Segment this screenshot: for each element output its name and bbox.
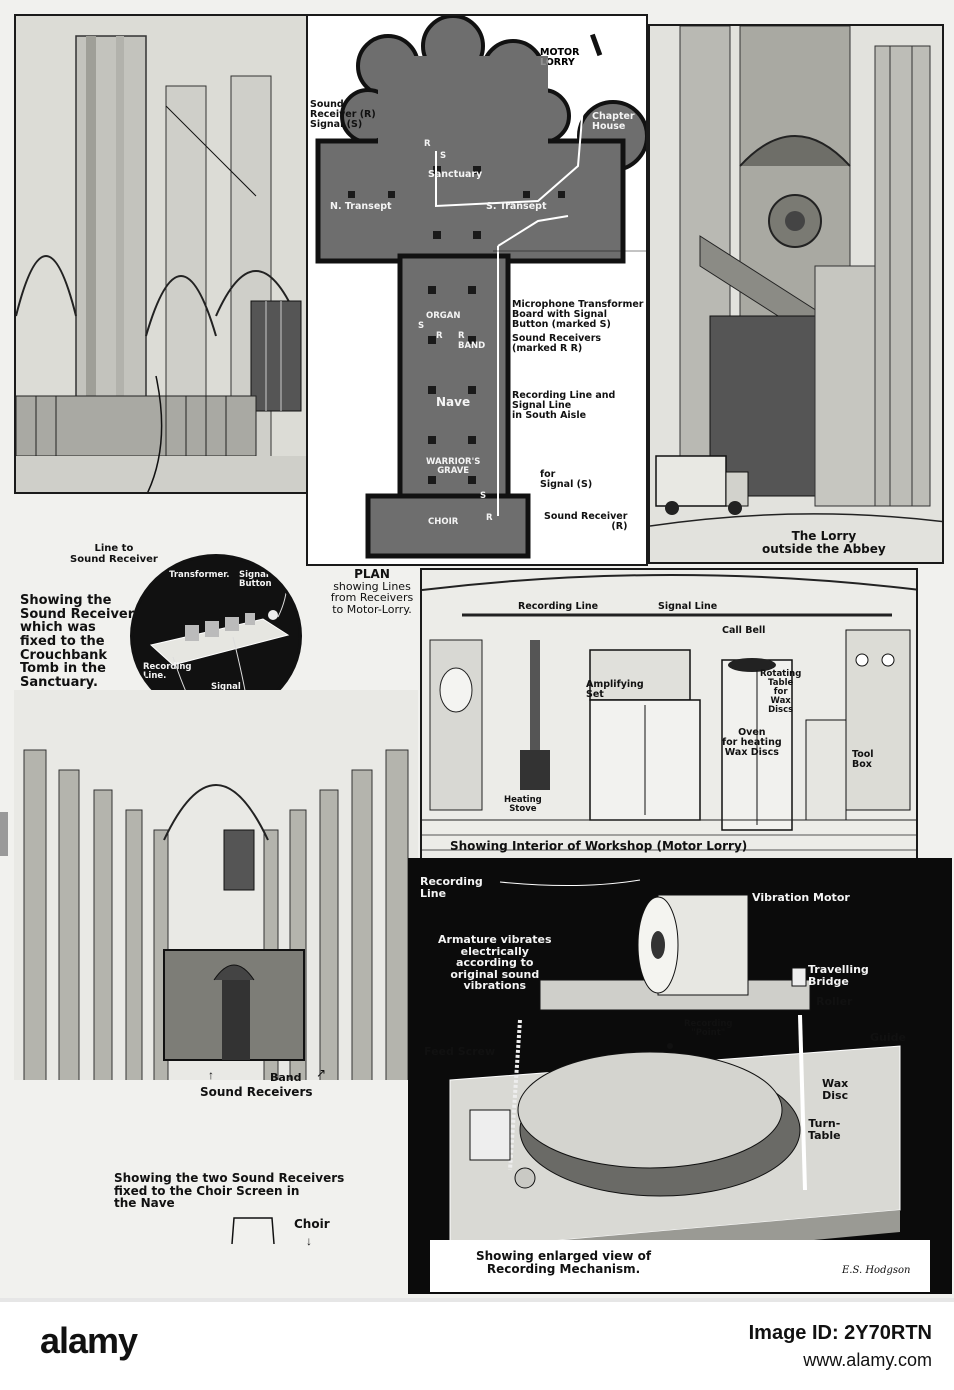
label-sound-receiver-r: Sound Receiver (R)	[544, 511, 628, 532]
label-band-nave: Band	[270, 1071, 302, 1084]
website-link[interactable]: www.alamy.com	[803, 1350, 932, 1370]
label-sound-receivers-nave: Sound Receivers	[200, 1085, 313, 1099]
marker-r-sanctuary: R	[424, 139, 431, 149]
sanctuary-drawing	[16, 16, 306, 492]
label-tool-box: Tool Box	[852, 749, 874, 770]
label-chapter-house: Chapter House	[592, 111, 635, 132]
mechanism-caption: Showing enlarged view of Recording Mecha…	[476, 1249, 652, 1276]
tomb-panel	[14, 14, 308, 494]
artist-signature: E.S. Hodgson	[842, 1265, 911, 1276]
nave-panel: Band ↑ ↗ Sound Receivers Showing the two…	[14, 690, 418, 1286]
transformer-board-drawing	[149, 557, 290, 708]
label-signal-button: Signal Button	[239, 570, 272, 589]
label-choir-nave: Choir	[294, 1217, 330, 1231]
label-s-transept: S. Transept	[486, 201, 547, 212]
label-turn-table: Turn- Table	[808, 1117, 841, 1142]
label-recording-point: Recording "Point"	[684, 1019, 733, 1038]
label-travelling-bridge: Travelling Bridge	[808, 963, 869, 988]
label-guide: Guide	[870, 1031, 906, 1044]
label-vibration-motor: Vibration Motor	[752, 891, 850, 904]
workshop-caption: Showing Interior of Workshop (Motor Lorr…	[450, 839, 748, 853]
label-signal-line-workshop: Signal Line	[658, 601, 718, 612]
mechanism-panel: Recording Line Vibration Motor Armature …	[408, 858, 952, 1294]
label-band: BAND	[458, 341, 486, 351]
label-transformer: Transformer.	[169, 570, 230, 580]
recording-mechanism-drawing	[449, 879, 901, 1274]
lorry-panel: The Lorry outside the Abbey	[648, 24, 944, 564]
plan-caption-body: showing Lines from Receivers to Motor-Lo…	[330, 579, 414, 616]
footer-bar	[0, 1298, 954, 1390]
arrow-receiver-left: ↑	[208, 1068, 214, 1082]
choir-diagram	[231, 1217, 275, 1245]
label-mic-transformer: Microphone Transformer Board with Signal…	[512, 299, 644, 330]
label-recording-line-circle: Recording Line.	[143, 662, 192, 681]
label-warriors-grave: WARRIOR'S GRAVE	[426, 457, 481, 476]
plan-caption-head: PLAN	[354, 567, 390, 581]
label-n-transept: N. Transept	[330, 201, 392, 212]
label-recording-line-south-aisle: Recording Line and Signal Line in South …	[512, 390, 616, 421]
marker-s-choir: S	[480, 491, 487, 501]
label-call-bell: Call Bell	[722, 625, 766, 636]
label-recording-line-mech: Recording Line	[420, 875, 483, 900]
label-rotating-table: Rotating Table for Wax Discs	[760, 669, 802, 715]
marker-s-sanctuary: S	[440, 151, 447, 161]
marker-r-choir: R	[486, 513, 493, 523]
workshop-drawing	[422, 570, 916, 858]
label-sanctuary: Sanctuary	[428, 169, 483, 180]
label-oven: Oven for heating Wax Discs	[722, 727, 782, 758]
label-heating-stove: Heating Stove	[504, 795, 542, 814]
tomb-caption: Showing the Sound Receiver which was fix…	[20, 593, 135, 690]
image-id: Image ID: 2Y70RTN	[748, 1322, 932, 1344]
footer-divider	[0, 1298, 954, 1302]
label-for-signal: for Signal (S)	[540, 469, 593, 490]
alamy-logo[interactable]: alamy	[40, 1320, 138, 1361]
marker-r-organ-left: R	[436, 331, 443, 341]
label-feed-screw: Feed Screw	[424, 1045, 496, 1058]
label-sound-receivers-rr: Sound Receivers (marked R R)	[512, 333, 602, 354]
plan-panel: MOTOR LORRY Chapter House Sanctuary N. T…	[306, 14, 648, 566]
marker-s-organ: S	[418, 321, 425, 331]
label-recording-line-workshop: Recording Line	[518, 601, 599, 612]
label-sound-receiver-signal: Sound Receiver (R) Signal (S)	[310, 99, 376, 130]
nave-caption: Showing the two Sound Receivers fixed to…	[114, 1171, 345, 1211]
abbey-exterior-drawing	[650, 26, 942, 562]
nave-drawing	[14, 690, 418, 1150]
illustration-plate: MOTOR LORRY Chapter House Sanctuary N. T…	[0, 0, 954, 1298]
label-organ: ORGAN	[426, 311, 461, 321]
edge-tab	[0, 812, 8, 856]
mechanism-caption-box: Showing enlarged view of Recording Mecha…	[430, 1240, 930, 1292]
label-choir: CHOIR	[428, 517, 459, 527]
label-armature: Armature vibrates electrically according…	[438, 933, 552, 993]
abbey-floor-plan	[315, 16, 646, 559]
label-amplifying-set: Amplifying Set	[586, 679, 644, 700]
workshop-panel: Recording Line Signal Line Call Bell Amp…	[420, 568, 918, 860]
label-roller: Roller	[816, 995, 853, 1008]
arrow-receiver-right: ↗	[316, 1066, 327, 1080]
lorry-caption: The Lorry outside the Abbey	[762, 529, 886, 556]
label-motor-lorry: MOTOR LORRY	[540, 47, 580, 68]
arrow-choir: ↓	[306, 1234, 312, 1248]
label-line-to-sound-receiver: Line to Sound Receiver	[70, 543, 158, 565]
marker-r-organ-right: R	[458, 331, 465, 341]
plan-caption: PLAN showing Lines from Receivers to Mot…	[322, 568, 422, 615]
label-nave: Nave	[436, 395, 471, 409]
label-wax-disc: Wax Disc	[822, 1077, 849, 1102]
